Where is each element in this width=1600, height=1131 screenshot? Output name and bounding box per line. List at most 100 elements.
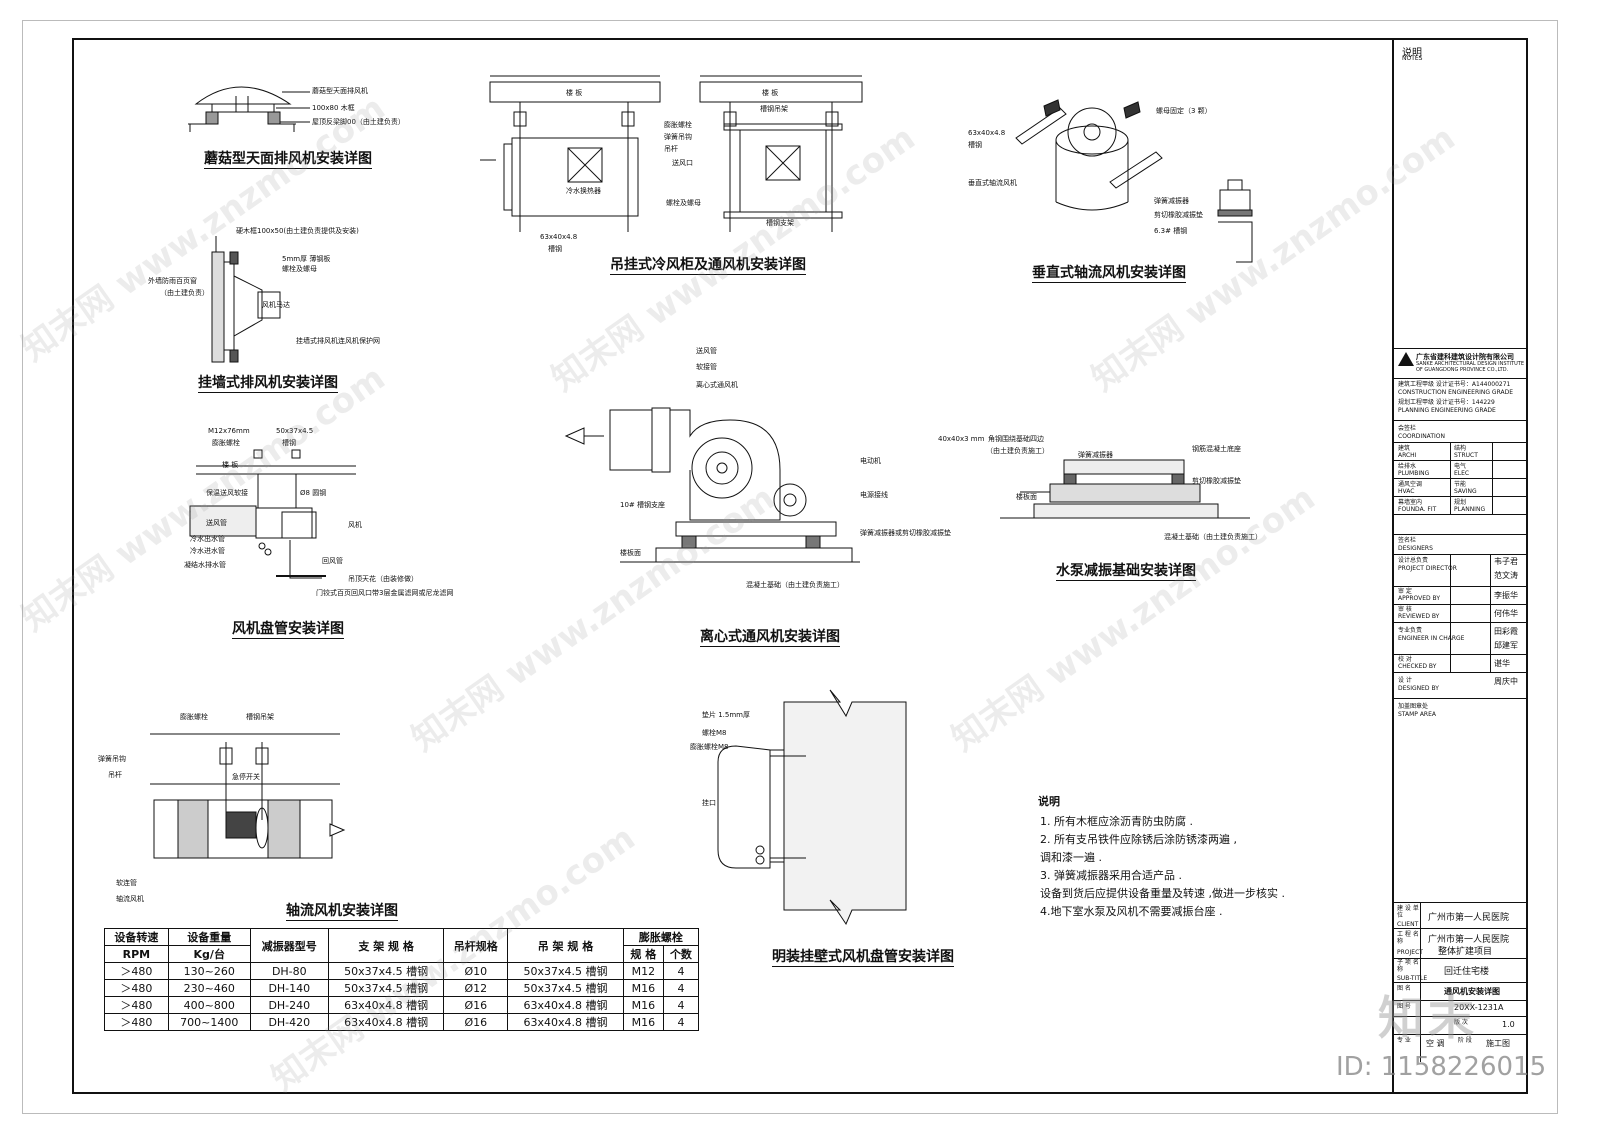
title-axial-fan: 轴流风机安装详图 bbox=[286, 903, 398, 921]
label: 屋顶反梁脚00（由土建负责） bbox=[312, 118, 405, 126]
table-cell: 400~800 bbox=[167, 996, 251, 1014]
table-cell: Ø10 bbox=[443, 962, 509, 980]
role-designed-en: DESIGNED BY bbox=[1398, 685, 1439, 692]
table-cell: 4 bbox=[662, 996, 700, 1014]
number-label: 图 号 bbox=[1397, 1003, 1411, 1010]
label: 楼 板 bbox=[566, 89, 583, 97]
note-line: 1. 所有木框应涂沥青防虫防腐 . bbox=[1040, 815, 1193, 828]
label: 软接管 bbox=[696, 363, 717, 371]
label: 50x37x4.5 bbox=[276, 427, 314, 435]
centrifugal-drawing bbox=[564, 407, 860, 563]
table-cell: ＞480 bbox=[104, 979, 169, 997]
label: 电动机 bbox=[860, 457, 881, 465]
drawing-frame bbox=[72, 38, 1528, 1094]
table-cell: 700~1400 bbox=[167, 1013, 251, 1031]
title-block: 说明 NOTES 广东省建科建筑设计院有限公司 SANKE ARCHITECTU… bbox=[1392, 38, 1528, 1094]
label: 膨胀螺栓 bbox=[180, 713, 208, 721]
table-header: 设备重量 bbox=[167, 928, 251, 946]
label: 吊杆 bbox=[108, 771, 122, 779]
table-cell: DH-80 bbox=[249, 962, 329, 980]
subtitle-name: 回迁住宅楼 bbox=[1444, 967, 1490, 977]
label: 槽钢 bbox=[968, 141, 982, 149]
table-cell: Ø16 bbox=[443, 1013, 509, 1031]
title-wall-fan: 挂墙式排风机安装详图 bbox=[198, 375, 338, 393]
signature-engineer: 田彩霞 bbox=[1494, 627, 1518, 636]
title-vertical-axial: 垂直式轴流风机安装详图 bbox=[1032, 265, 1186, 283]
table-cell: DH-140 bbox=[249, 979, 329, 997]
label: 风机 bbox=[348, 521, 362, 529]
role-designed: 设 计 bbox=[1398, 677, 1412, 684]
stage-label: 阶 段 bbox=[1458, 1037, 1472, 1044]
label: 冷水出水管 bbox=[190, 535, 225, 543]
client-label: 建 设 单 位 bbox=[1397, 905, 1419, 919]
role-checked-en: CHECKED BY bbox=[1398, 663, 1437, 670]
signature-director-2: 范文涛 bbox=[1494, 571, 1518, 580]
label: 送风口 bbox=[672, 159, 693, 167]
label: 5mm厚 薄钢板 bbox=[282, 255, 331, 263]
title-centrifugal: 离心式通风机安装详图 bbox=[700, 629, 840, 647]
table-cell: 63x40x4.8 槽钢 bbox=[507, 1013, 624, 1031]
discipline-label: 专 业 bbox=[1397, 1037, 1411, 1044]
label: 槽钢支架 bbox=[766, 219, 794, 227]
label: 楼 板 bbox=[222, 461, 239, 469]
wall-fan-drawing bbox=[211, 236, 281, 363]
label: 钢筋混凝土底座 bbox=[1192, 445, 1241, 453]
signature-engineer-2: 邱建军 bbox=[1494, 641, 1518, 650]
ceiling-unit-drawing bbox=[480, 75, 863, 232]
coord-fit-en: FOUNDA. FIT bbox=[1398, 506, 1437, 513]
table-header: 设备转速 bbox=[104, 928, 169, 946]
coord-archi: 建筑 bbox=[1398, 445, 1411, 452]
signature-approved: 李振华 bbox=[1494, 591, 1518, 600]
label: 螺栓M8 bbox=[702, 729, 727, 737]
table-cell: Ø12 bbox=[443, 979, 509, 997]
table-subheader: 规 格 bbox=[622, 945, 664, 963]
client-label-en: CLIENT bbox=[1397, 921, 1419, 928]
table-subheader: RPM bbox=[104, 945, 169, 963]
table-header: 吊 架 规 格 bbox=[507, 928, 624, 963]
stamp-label: 加盖图章处 bbox=[1398, 703, 1429, 710]
cert-1: 建筑工程甲级 设计证书号：A144000271 bbox=[1398, 381, 1511, 388]
label: （由土建负责） bbox=[160, 289, 209, 297]
signature-reviewed: 何伟华 bbox=[1494, 609, 1518, 618]
subtitle-label: 子 项 名 称 bbox=[1397, 959, 1419, 973]
label: 100x80 木框 bbox=[312, 104, 355, 112]
label: 送风管 bbox=[696, 347, 717, 355]
label: 弹簧减振器 bbox=[1078, 451, 1113, 459]
label: 63x40x4.8 bbox=[540, 233, 578, 241]
table-cell: 63x40x4.8 槽钢 bbox=[327, 996, 445, 1014]
label: 膨胀螺栓 bbox=[212, 439, 240, 447]
project-label-en: PROJECT bbox=[1397, 949, 1423, 956]
spec-table: 设备转速 设备重量 减振器型号 支 架 规 格 吊杆规格 吊 架 规 格 膨胀螺… bbox=[104, 928, 700, 1031]
label: 吊杆 bbox=[664, 145, 678, 153]
coord-saving: 节能 bbox=[1454, 481, 1467, 488]
coord-struct: 结构 bbox=[1454, 445, 1467, 452]
coord-elec-en: ELEC bbox=[1454, 470, 1470, 477]
label: 蘑菇型天面排风机 bbox=[312, 87, 368, 95]
label: 门铰式百页回风口带3层金属滤网或尼龙滤网 bbox=[316, 589, 454, 597]
label: 挂口 bbox=[702, 799, 716, 807]
pump-base-drawing bbox=[1000, 459, 1250, 519]
table-cell: M16 bbox=[622, 996, 664, 1014]
coord-struct-en: STRUCT bbox=[1454, 452, 1478, 459]
company-name: 广东省建科建筑设计院有限公司 bbox=[1416, 353, 1514, 361]
label: 吊顶天花（由装修做） bbox=[348, 575, 418, 583]
label: （由土建负责施工） bbox=[986, 447, 1049, 455]
coordination-label: 会签栏 bbox=[1398, 425, 1417, 432]
label: 混凝土基础（由土建负责施工） bbox=[1164, 533, 1262, 541]
role-checked: 校 对 bbox=[1398, 656, 1412, 663]
table-cell: 50x37x4.5 槽钢 bbox=[327, 979, 445, 997]
coord-planning-en: PLANNING bbox=[1454, 506, 1486, 513]
label: 风机马达 bbox=[262, 301, 290, 309]
table-cell: ＞480 bbox=[104, 1013, 169, 1031]
label: 离心式通风机 bbox=[696, 381, 738, 389]
vertical-axial-drawing bbox=[1015, 99, 1253, 263]
label: 楼 板 bbox=[762, 89, 779, 97]
company-name-en: SANKE ARCHITECTURAL DESIGN INSTITUTE OF … bbox=[1416, 361, 1525, 373]
role-engineer-en: ENGINEER IN CHARGE bbox=[1398, 635, 1465, 642]
label: 6.3# 槽钢 bbox=[1154, 227, 1188, 235]
table-header: 吊杆规格 bbox=[443, 928, 509, 963]
label: 软连管 bbox=[116, 879, 137, 887]
outer-border bbox=[22, 20, 1558, 1114]
label: 槽钢 bbox=[282, 439, 296, 447]
table-cell: DH-420 bbox=[249, 1013, 329, 1031]
